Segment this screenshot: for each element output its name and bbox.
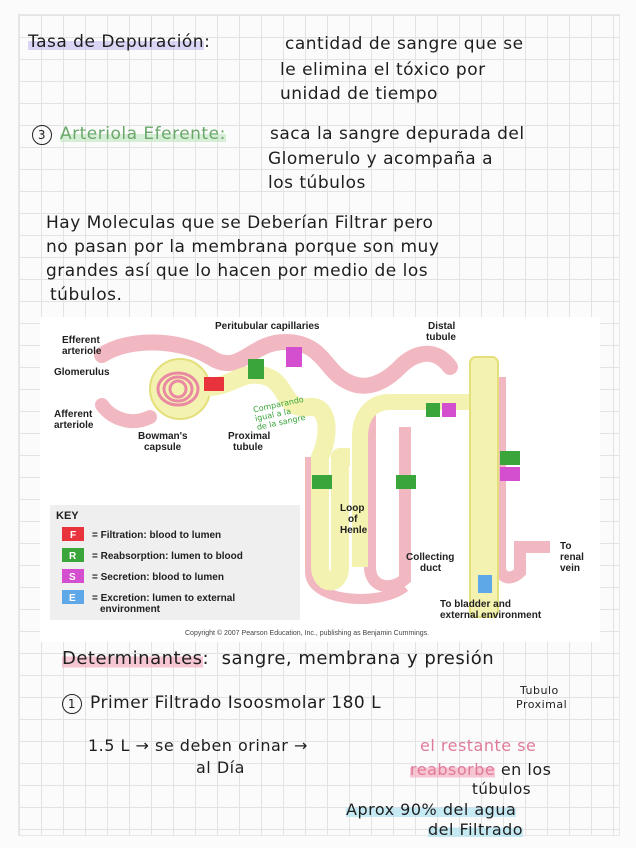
reabsorption-arrow-2 bbox=[312, 475, 332, 489]
key-text-excretion-2: environment bbox=[100, 604, 161, 615]
aprox-line-1: Aprox 90% del agua bbox=[346, 800, 516, 819]
label-bowman: Bowman's bbox=[138, 431, 188, 442]
label-efferent: Efferent bbox=[62, 335, 100, 346]
excretion-arrow bbox=[478, 575, 492, 593]
paragraph-line-2: no pasan por la membrana porque son muy bbox=[46, 237, 439, 257]
secretion-arrow-3 bbox=[500, 467, 520, 481]
paragraph-line-3: grandes así que lo hacen por medio de lo… bbox=[46, 261, 428, 281]
label-proximal: Proximal bbox=[228, 431, 270, 442]
key-text-excretion: = Excretion: lumen to external bbox=[92, 593, 235, 604]
paragraph-line-4: túbulos. bbox=[50, 285, 122, 305]
orina-rest-b: reabsorbe en los bbox=[410, 760, 551, 779]
reabsorption-arrow-1 bbox=[248, 359, 264, 379]
label-renal-3: vein bbox=[560, 563, 580, 574]
label-glomerulus: Glomerulus bbox=[54, 367, 110, 378]
label-collecting-2: duct bbox=[420, 563, 442, 574]
filtrado-note-2: Proximal bbox=[516, 698, 567, 711]
label-loop: Loop bbox=[340, 503, 364, 514]
key-title: KEY bbox=[56, 510, 79, 522]
key-letter-r: R bbox=[69, 551, 77, 562]
orina-sub: al Día bbox=[196, 758, 245, 777]
key-text-reabsorption: = Reabsorption: lumen to blood bbox=[92, 551, 243, 562]
label-renal-2: renal bbox=[560, 552, 584, 563]
tasa-term: Tasa de Depuración: bbox=[28, 32, 210, 52]
reabsorption-arrow-4 bbox=[426, 403, 440, 417]
label-distal-2: tubule bbox=[426, 332, 456, 343]
key-letter-s: S bbox=[69, 572, 76, 583]
key-text-filtration: = Filtration: blood to lumen bbox=[92, 530, 221, 541]
arteriola-def-3: los túbulos bbox=[268, 173, 366, 193]
nephron-figure: Efferent arteriole Glomerulus Afferent a… bbox=[40, 317, 600, 642]
label-bladder-2: external environment bbox=[440, 610, 542, 621]
figure-copyright: Copyright © 2007 Pearson Education, Inc.… bbox=[185, 629, 429, 637]
tasa-def-2: le elimina el tóxico por bbox=[280, 60, 486, 80]
label-efferent-2: arteriole bbox=[62, 346, 102, 357]
reabsorption-arrow-5 bbox=[500, 451, 520, 465]
determinantes-line: Determinantes: sangre, membrana y presió… bbox=[62, 648, 494, 670]
label-proximal-2: tubule bbox=[233, 442, 263, 453]
vasa-recta bbox=[370, 407, 405, 586]
label-bladder: To bladder and bbox=[440, 599, 511, 610]
arteriola-def-2: Glomerulo y acompaña a bbox=[268, 149, 493, 169]
filtration-arrow bbox=[204, 377, 224, 391]
label-renal: To bbox=[560, 541, 571, 552]
secretion-arrow-1 bbox=[286, 347, 302, 367]
label-distal: Distal bbox=[428, 321, 455, 332]
label-loop-3: Henle bbox=[340, 525, 368, 536]
orina-rest-d: túbulos bbox=[472, 780, 531, 798]
orina-rest-a: el restante se bbox=[420, 736, 536, 755]
aprox-line-2: del Filtrado bbox=[428, 820, 523, 839]
label-bowman-2: capsule bbox=[144, 442, 182, 453]
filtrado-note-1: Tubulo bbox=[520, 684, 559, 697]
key-letter-f: F bbox=[70, 530, 76, 541]
label-afferent: Afferent bbox=[54, 409, 93, 420]
label-afferent-2: arteriole bbox=[54, 420, 94, 431]
afferent-arteriole-vessel bbox=[102, 405, 150, 421]
secretion-arrow-2 bbox=[442, 403, 456, 417]
key-letter-e: E bbox=[69, 593, 76, 604]
label-peritubular: Peritubular capillaries bbox=[215, 321, 320, 332]
tasa-def-3: unidad de tiempo bbox=[280, 84, 438, 104]
orina-lead: 1.5 L → se deben orinar → bbox=[88, 736, 308, 755]
label-collecting: Collecting bbox=[406, 552, 454, 563]
paragraph-line-1: Hay Moleculas que se Deberían Filtrar pe… bbox=[46, 213, 433, 233]
key-text-secretion: = Secretion: blood to lumen bbox=[92, 572, 224, 583]
reabsorption-arrow-3 bbox=[396, 475, 416, 489]
tasa-def-1: cantidad de sangre que se bbox=[285, 34, 524, 54]
label-loop-2: of bbox=[348, 514, 358, 525]
arteriola-def-1: saca la sangre depurada del bbox=[270, 124, 525, 144]
